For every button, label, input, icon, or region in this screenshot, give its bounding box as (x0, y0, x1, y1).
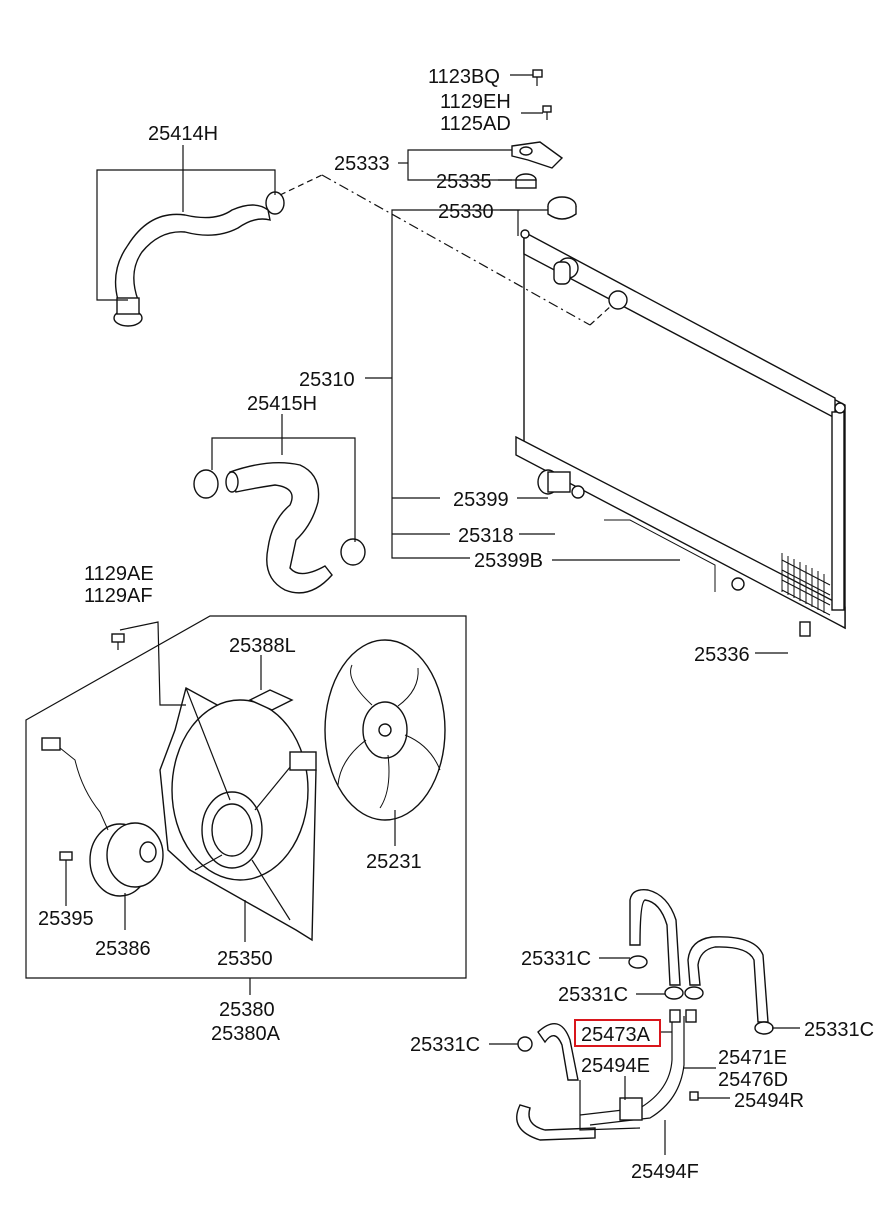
label-1129ae: 1129AE (84, 563, 154, 585)
label-25395: 25395 (38, 908, 94, 930)
label-25494e: 25494E (581, 1055, 650, 1077)
label-25336: 25336 (694, 644, 750, 666)
label-25333: 25333 (334, 153, 390, 175)
leader-lines (65, 74, 800, 1155)
part-labels: 1123BQ 1129EH 1125AD 25414H 25333 25335 … (38, 66, 874, 1183)
label-25331c-4: 25331C (410, 1034, 480, 1056)
upper-hose (113, 191, 285, 327)
lower-hose (193, 461, 366, 594)
label-25318: 25318 (458, 525, 514, 547)
label-1129eh: 1129EH (440, 91, 511, 113)
label-25471e: 25471E (718, 1047, 787, 1069)
screw-25395 (59, 851, 73, 880)
assembly-frame (25, 615, 467, 979)
label-25231: 25231 (366, 851, 422, 873)
bracket (511, 141, 564, 169)
label-25414h: 25414H (148, 123, 218, 145)
label-25331c-1: 25331C (521, 948, 591, 970)
label-25415h: 25415H (247, 393, 317, 415)
label-25473a: 25473A (581, 1024, 651, 1046)
label-plate-25388l (248, 689, 294, 711)
highlight-box-25473a (574, 1019, 661, 1047)
cap-seal (515, 173, 537, 189)
label-25380: 25380 (219, 999, 275, 1021)
label-25335: 25335 (436, 171, 492, 193)
fan-blade (324, 639, 446, 821)
label-1123bq: 1123BQ (428, 66, 500, 88)
label-25310: 25310 (299, 369, 355, 391)
label-25399: 25399 (453, 489, 509, 511)
label-25331c-2: 25331C (558, 984, 628, 1006)
bolt-1129ae (111, 633, 125, 650)
label-25386: 25386 (95, 938, 151, 960)
label-25330: 25330 (438, 201, 494, 223)
label-25331c-3: 25331C (804, 1019, 874, 1041)
label-25494r: 25494R (734, 1090, 804, 1112)
label-25399b: 25399B (474, 550, 543, 572)
bolt-1123bq (532, 69, 543, 86)
label-25388l: 25388L (229, 635, 296, 657)
label-1129af: 1129AF (84, 585, 153, 607)
radiator-cap (547, 196, 577, 220)
label-25476d: 25476D (718, 1069, 788, 1091)
label-1125ad: 1125AD (440, 113, 511, 135)
fan-shroud (159, 686, 317, 942)
fan-motor (41, 737, 164, 897)
cooler-hoses (516, 889, 769, 1141)
bolt-1129eh (542, 105, 552, 120)
label-25494f: 25494F (631, 1161, 699, 1183)
radiator-core (515, 229, 846, 637)
label-25350: 25350 (217, 948, 273, 970)
label-25380a: 25380A (211, 1023, 281, 1045)
